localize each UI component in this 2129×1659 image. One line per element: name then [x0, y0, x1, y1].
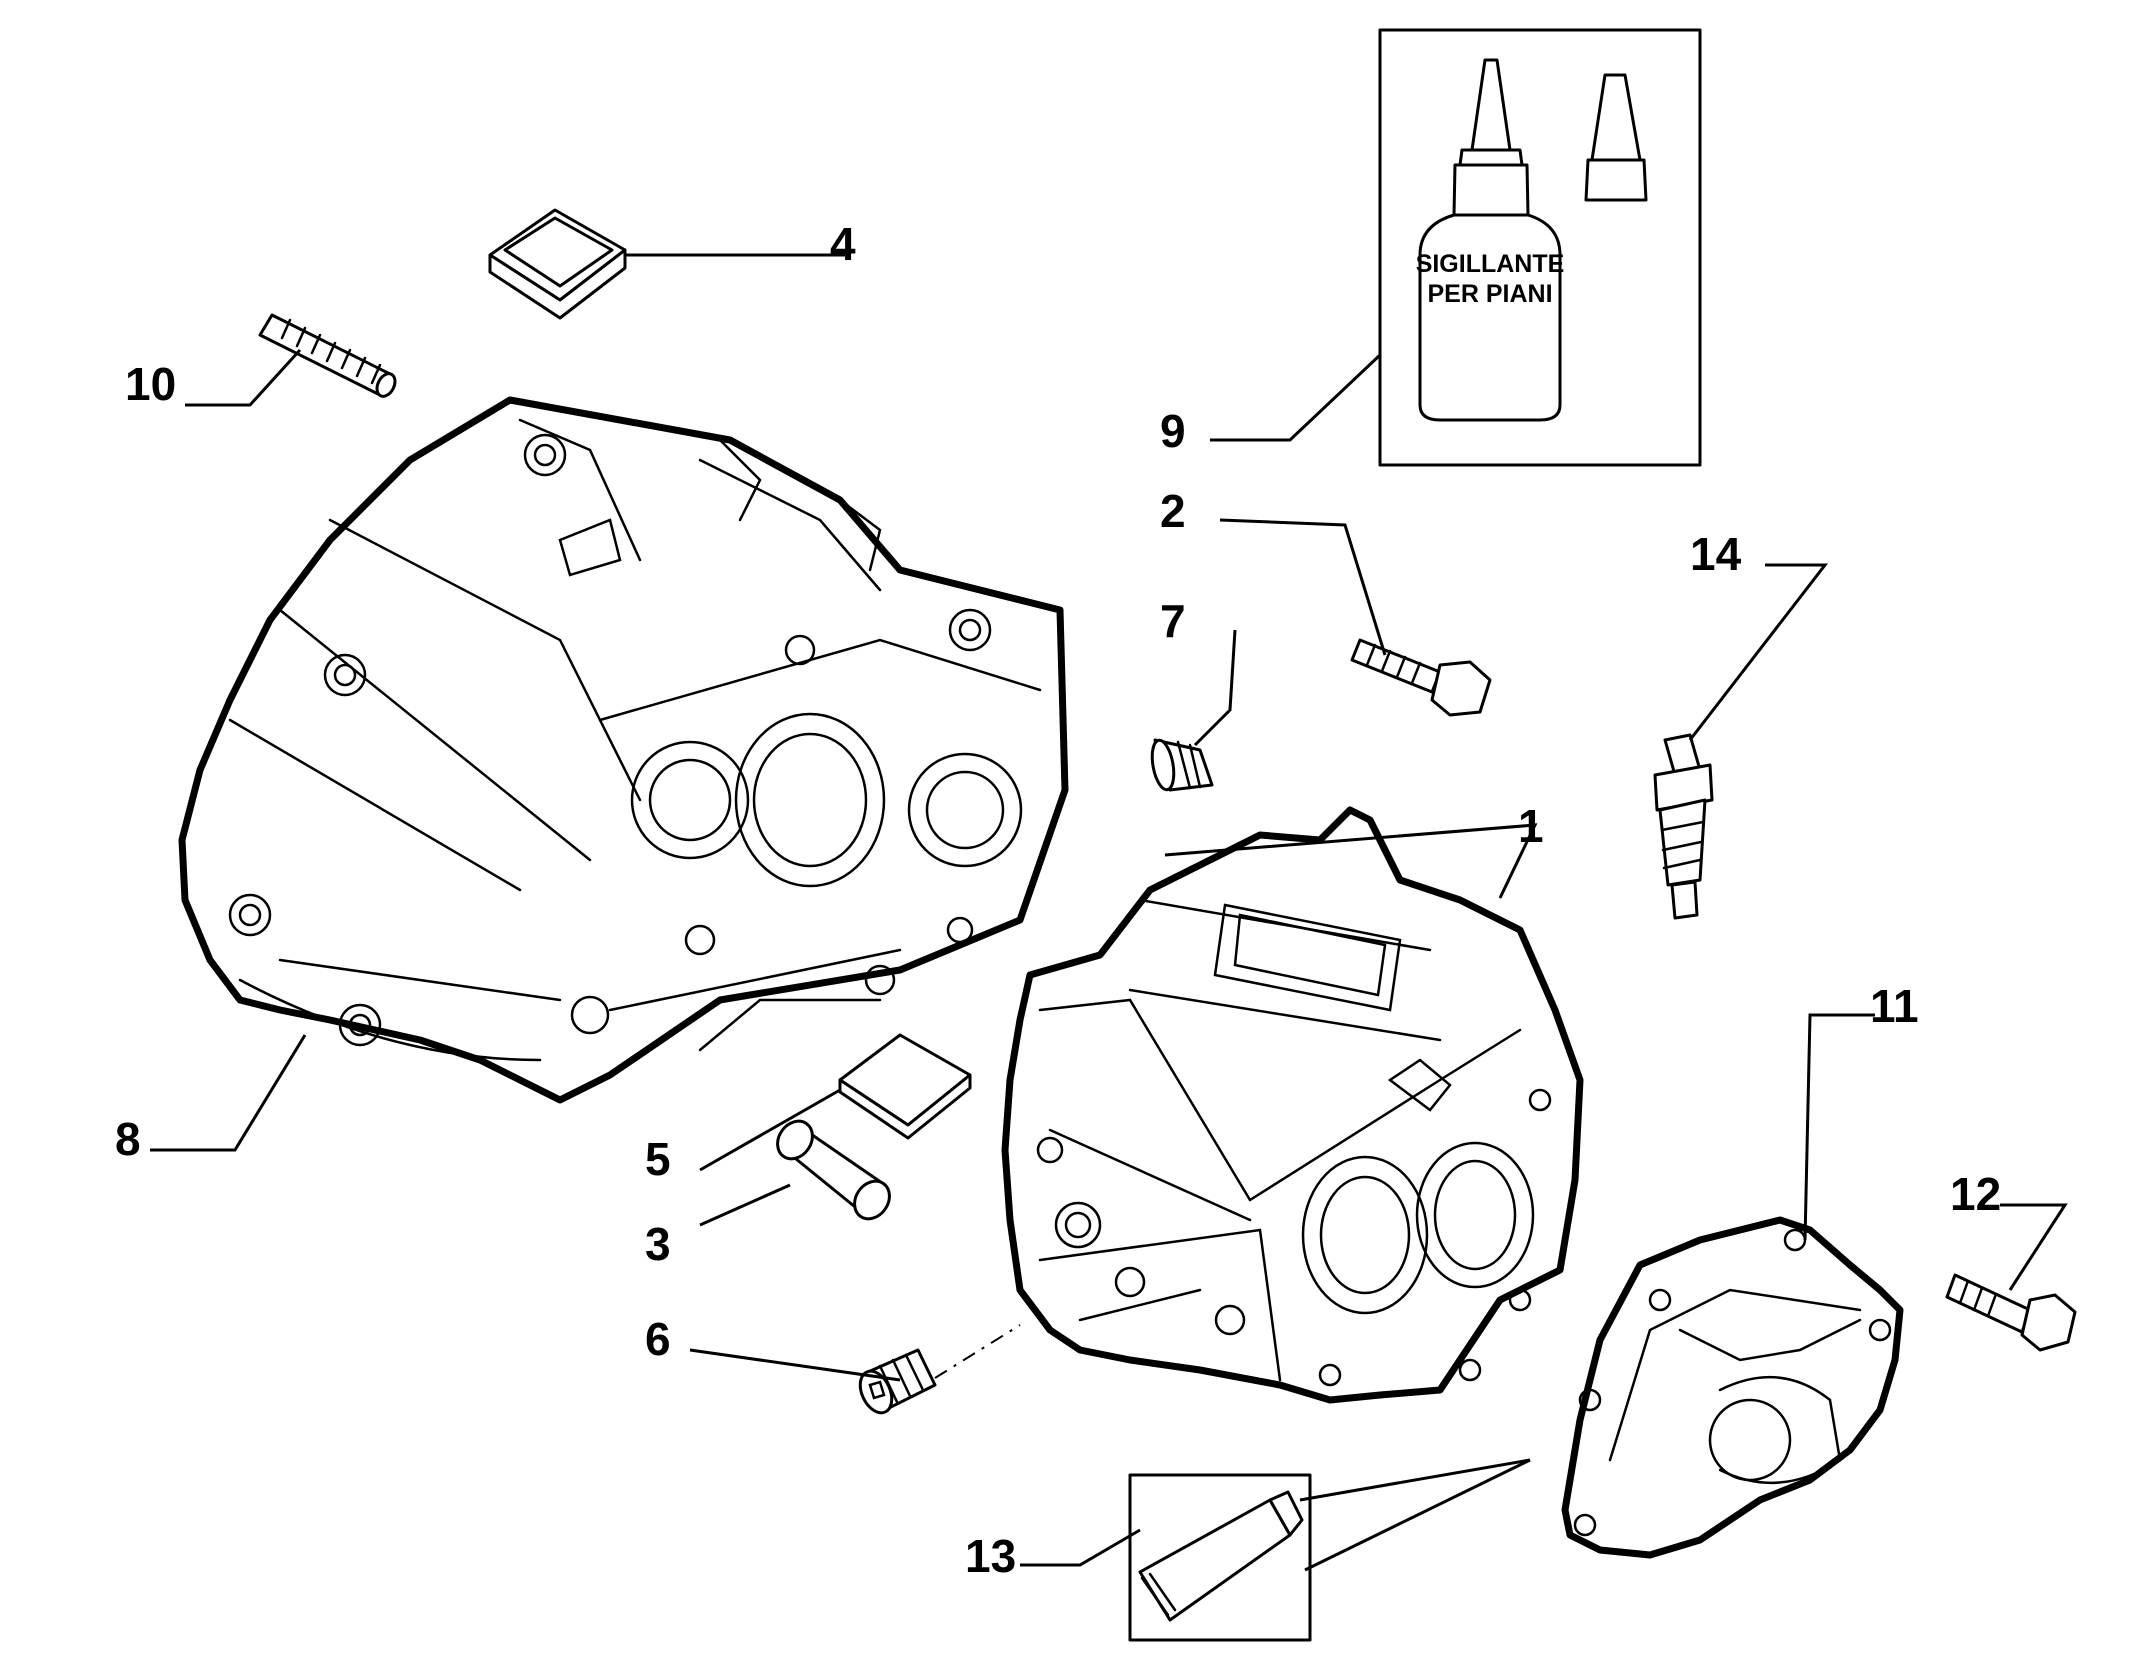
part-label-4: 4 — [830, 218, 856, 270]
part-12-bolt — [1945, 1273, 2077, 1352]
part-6-grub-screw — [858, 1348, 937, 1415]
part-label-7: 7 — [1160, 595, 1186, 647]
part-2-bolt — [1350, 638, 1492, 717]
part-label-2: 2 — [1160, 485, 1186, 537]
part-4-square-plug — [488, 208, 627, 320]
alignment-line — [934, 1324, 1021, 1379]
part-label-9: 9 — [1160, 405, 1186, 457]
part-label-8: 8 — [115, 1113, 141, 1165]
part-14-sensor — [1653, 733, 1714, 920]
part-label-14: 14 — [1690, 528, 1742, 580]
part-3-dowel-pin — [776, 1119, 891, 1221]
part-11-rear-cover — [1561, 1216, 1904, 1559]
part-label-3: 3 — [645, 1218, 671, 1270]
leader-lines — [150, 253, 2068, 1567]
part-10-stud — [258, 313, 397, 398]
part-label-13: 13 — [965, 1530, 1016, 1582]
part-8-clutch-housing — [178, 396, 1069, 1104]
part-7-threaded-plug — [1150, 738, 1214, 792]
bottle-text-line-1: SIGILLANTE — [1416, 250, 1565, 278]
part-label-5: 5 — [645, 1133, 671, 1185]
part-label-1: 1 — [1518, 800, 1544, 852]
part-1-gearbox-casing — [1001, 806, 1584, 1404]
part-labels: 1 2 3 4 5 6 7 8 9 10 11 12 13 14 — [115, 218, 2001, 1582]
part-label-10: 10 — [125, 358, 176, 410]
bottle-text-line-2: PER PIANI — [1427, 280, 1552, 308]
part-label-6: 6 — [645, 1313, 671, 1365]
part-5-gasket-plate — [838, 1033, 972, 1140]
part-label-11: 11 — [1870, 980, 1919, 1032]
part-label-12: 12 — [1950, 1168, 2001, 1220]
part-9-sealant-bottle: SIGILLANTE PER PIANI — [1378, 28, 1702, 467]
part-13-grease-tube — [1128, 1458, 1531, 1642]
